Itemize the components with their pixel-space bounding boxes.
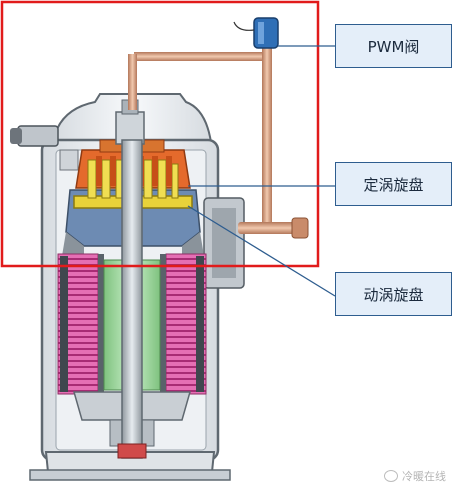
watermark-text: 冷暖在线 [402,470,446,483]
pwm-pipe [128,44,309,239]
highlight-box [0,0,320,268]
callout-orbiting-scroll: 动涡旋盘 [335,272,452,316]
callout-fixed-scroll: 定涡旋盘 [335,162,452,206]
motor-stator [57,253,207,395]
wechat-icon [384,470,398,482]
terminal-box [203,197,245,289]
callout-pwm-valve: PWM阀 [335,24,452,68]
crankshaft [117,139,147,459]
watermark: 冷暖在线 [384,468,446,484]
pwm-valve [233,17,279,49]
leader-line-orbiting [187,205,336,297]
suction-fitting [10,125,79,171]
